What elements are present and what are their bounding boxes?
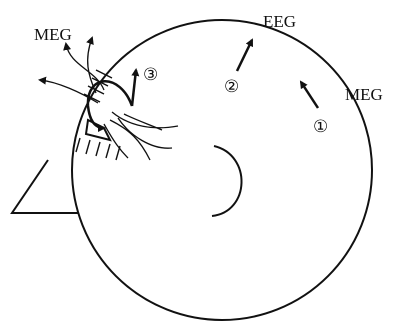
ear-outline: [212, 146, 242, 216]
marker-2: ②: [224, 77, 239, 97]
dipole-arrow-1: [301, 82, 318, 108]
head-outline: [72, 20, 372, 320]
magnetic-field-lines: [40, 38, 178, 160]
label-meg-right: MEG: [345, 85, 383, 104]
label-eeg: EEG: [263, 12, 296, 31]
cortical-fold: [86, 70, 136, 140]
dipole-arrow-2: [237, 40, 252, 71]
label-meg-left: MEG: [34, 25, 72, 44]
marker-1: ①: [313, 117, 328, 137]
marker-3: ③: [143, 65, 158, 85]
nose-outline: [12, 160, 78, 213]
